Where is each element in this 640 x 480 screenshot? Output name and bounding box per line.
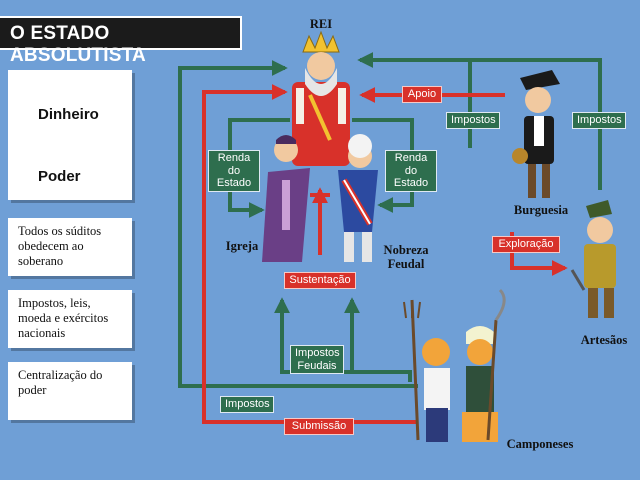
tag-income-right-line1: Renda do bbox=[394, 152, 428, 177]
artisan-figure-icon bbox=[570, 200, 616, 318]
power-path-sustenance bbox=[310, 187, 330, 255]
label-nobility: Nobreza Feudal bbox=[376, 243, 436, 272]
tag-taxes-left: Impostos bbox=[446, 112, 500, 129]
note-subjects-obey: Todos os súditos obedecem ao soberano bbox=[8, 218, 132, 276]
tag-feudal-taxes-line1: Impostos bbox=[295, 347, 340, 359]
label-artisans: Artesãos bbox=[580, 333, 628, 347]
note-centralization: Centralização do poder bbox=[8, 362, 132, 420]
tag-sustenance: Sustentação bbox=[284, 272, 356, 289]
page-title: O ESTADO ABSOLUTISTA bbox=[10, 23, 146, 66]
tag-feudal-taxes-line2: Feudais bbox=[297, 359, 337, 372]
label-church: Igreja bbox=[225, 239, 259, 253]
label-peasants: Camponeses bbox=[506, 437, 574, 451]
king-figure-icon bbox=[292, 30, 350, 166]
tag-taxes-right: Impostos bbox=[572, 112, 626, 129]
note-national-institutions: Impostos, leis, moeda e exércitos nacion… bbox=[8, 290, 132, 348]
legend-money-label: Dinheiro bbox=[38, 106, 99, 123]
label-bourgeoisie: Burguesia bbox=[513, 203, 569, 217]
nobility-figure-icon bbox=[338, 134, 378, 262]
church-figure-icon bbox=[262, 135, 310, 262]
tag-exploitation: Exploração bbox=[492, 236, 560, 253]
tag-income-left-line1: Renda do bbox=[217, 152, 251, 177]
tag-income-left: Renda do Estado bbox=[208, 150, 260, 192]
legend-power-label: Poder bbox=[38, 168, 81, 185]
money-path-feudal-taxes bbox=[274, 297, 412, 382]
title-banner: O ESTADO ABSOLUTISTA bbox=[0, 16, 242, 66]
tag-feudal-taxes: Impostos Feudais bbox=[290, 345, 344, 375]
money-path-top-right bbox=[357, 52, 602, 190]
tag-income-right-line2: Estado bbox=[393, 177, 429, 190]
label-nobility-line1: Nobreza bbox=[383, 243, 429, 257]
legend-box: Dinheiro Poder bbox=[8, 70, 132, 200]
money-path-outer-left bbox=[178, 60, 418, 388]
tag-support: Apoio bbox=[402, 86, 442, 103]
peasants-figure-icon bbox=[403, 288, 506, 442]
tag-submission: Submissão bbox=[284, 418, 354, 435]
label-king: REI bbox=[309, 17, 333, 31]
tag-taxes-bottom: Impostos bbox=[220, 396, 274, 413]
bourgeoisie-figure-icon bbox=[512, 70, 560, 198]
tag-income-left-line2: Estado bbox=[216, 177, 252, 190]
tag-income-right: Renda do Estado bbox=[385, 150, 437, 192]
label-nobility-line2: Feudal bbox=[387, 256, 425, 271]
